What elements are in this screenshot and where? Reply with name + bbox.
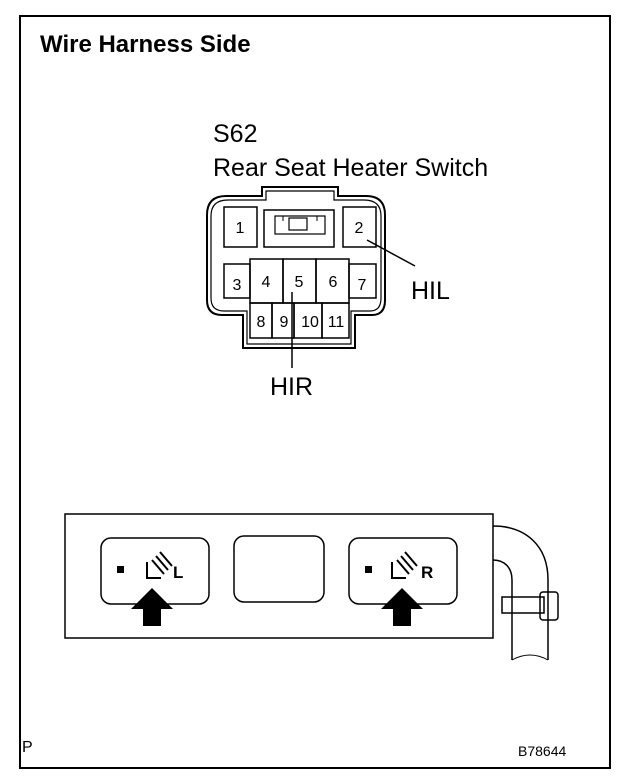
middle-blank-button[interactable] [233,535,325,603]
connector-housing [206,186,386,349]
pin-1-label: 1 [236,220,245,237]
pin-11-label: 11 [328,314,345,331]
pin-8-label: 8 [257,314,266,331]
pin-10-label: 10 [301,314,319,331]
pin-7-label: 7 [358,277,367,294]
corner-mark: P [22,739,33,756]
callout-hir: HIR [270,373,313,401]
left-button-letter: L [173,563,183,582]
connector-cavities [223,206,377,339]
page-title: Wire Harness Side [40,31,251,58]
connector-name: Rear Seat Heater Switch [213,154,488,182]
pin-9-label: 9 [280,314,289,331]
pin-5-label: 5 [295,274,304,291]
callout-hil: HIL [411,277,450,305]
pin-4-label: 4 [262,274,271,291]
seat-heater-icon [391,551,418,579]
figure-frame [19,15,611,769]
callout-leaders [291,239,416,368]
seat-heater-icon [146,551,173,579]
right-button-letter: R [421,563,433,582]
left-arrow-icon [131,588,173,626]
right-arrow-icon [381,588,423,626]
pin-2-label: 2 [355,220,364,237]
figure-id: B78644 [518,743,566,759]
connector-code: S62 [213,120,257,148]
pin-3-label: 3 [233,277,242,294]
switch-panel [64,513,559,661]
pin-6-label: 6 [329,274,338,291]
